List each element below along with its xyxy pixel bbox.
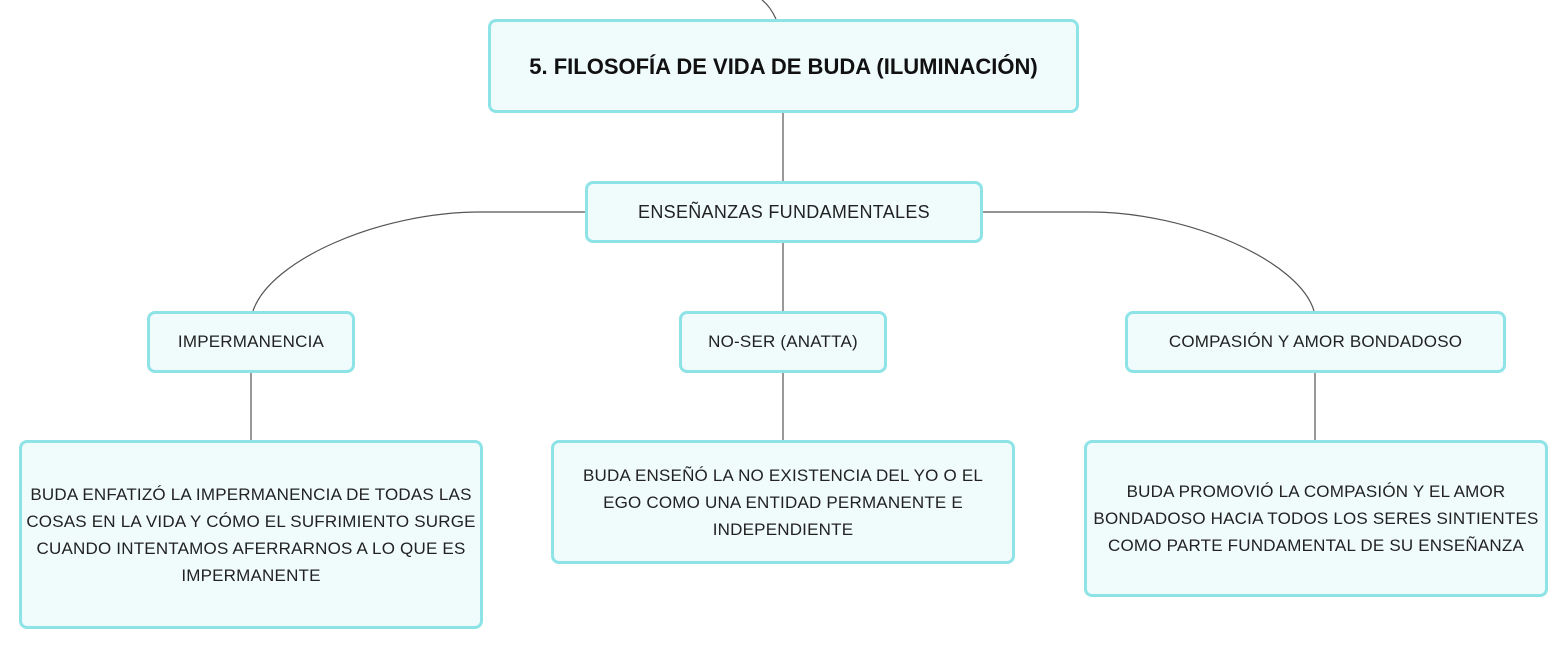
detail-text: BUDA ENSEÑÓ LA NO EXISTENCIA DEL YO O EL… (582, 465, 984, 539)
detail-text: BUDA PROMOVIÓ LA COMPASIÓN Y EL AMOR BON… (1093, 482, 1539, 555)
branch-node-compasion[interactable]: COMPASIÓN Y AMOR BONDADOSO (1125, 311, 1506, 373)
branch-node-impermanencia[interactable]: IMPERMANENCIA (147, 311, 355, 373)
connector-section-to-branch-3 (983, 211, 1315, 312)
detail-node-compasion[interactable]: BUDA PROMOVIÓ LA COMPASIÓN Y EL AMOR BON… (1084, 440, 1548, 597)
section-label: ENSEÑANZAS FUNDAMENTALES (638, 201, 930, 222)
root-node[interactable]: 5. FILOSOFÍA DE VIDA DE BUDA (ILUMINACIÓ… (488, 19, 1079, 113)
detail-text: BUDA ENFATIZÓ LA IMPERMANENCIA DE TODAS … (26, 484, 476, 585)
branch-label: IMPERMANENCIA (177, 332, 325, 351)
root-title: 5. FILOSOFÍA DE VIDA DE BUDA (ILUMINACIÓ… (529, 53, 1038, 79)
detail-node-no-ser[interactable]: BUDA ENSEÑÓ LA NO EXISTENCIA DEL YO O EL… (551, 440, 1015, 564)
connector-section-to-branch-1 (252, 211, 585, 312)
branch-label: COMPASIÓN Y AMOR BONDADOSO (1168, 332, 1463, 351)
section-node[interactable]: ENSEÑANZAS FUNDAMENTALES (585, 181, 983, 243)
detail-node-impermanencia[interactable]: BUDA ENFATIZÓ LA IMPERMANENCIA DE TODAS … (19, 440, 483, 629)
connector-incoming (761, 0, 777, 20)
branch-node-no-ser[interactable]: NO-SER (ANATTA) (679, 311, 887, 373)
branch-label: NO-SER (ANATTA) (708, 332, 858, 351)
